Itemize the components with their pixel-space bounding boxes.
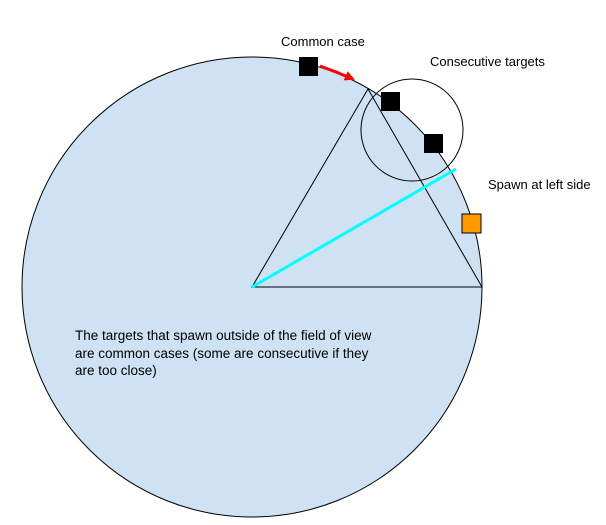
spawn-left-side-label: Spawn at left side [488, 177, 591, 192]
common-case-label: Common case [281, 34, 365, 49]
common-case-target [299, 57, 318, 76]
consecutive-target-2 [424, 134, 443, 153]
spawn-direction-line [251, 167, 457, 289]
consecutive-target-1 [381, 92, 400, 111]
description-text: The targets that spawn outside of the fi… [75, 328, 372, 378]
spawn-target [461, 213, 482, 234]
consecutive-targets-label: Consecutive targets [430, 54, 545, 69]
consecutive-targets-circle [360, 78, 464, 182]
movement-arrow [319, 64, 355, 81]
